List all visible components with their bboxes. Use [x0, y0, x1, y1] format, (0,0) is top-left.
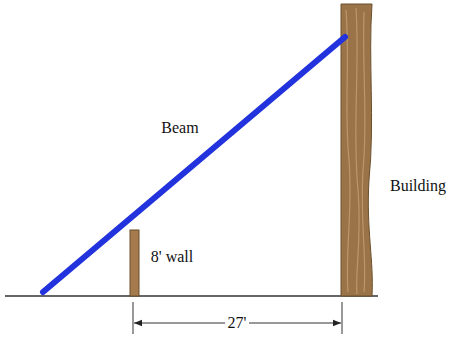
extension-line [342, 302, 343, 334]
building-wall [341, 4, 372, 296]
building-texture [346, 8, 365, 294]
short-wall [130, 230, 139, 296]
extension-line [133, 302, 134, 334]
beam-label: Beam [161, 119, 198, 137]
dimension-label: 27' [225, 314, 250, 332]
ground-line [5, 295, 378, 297]
building-label: Building [390, 177, 446, 195]
beam [43, 37, 345, 292]
wall-label: 8' wall [151, 248, 193, 266]
